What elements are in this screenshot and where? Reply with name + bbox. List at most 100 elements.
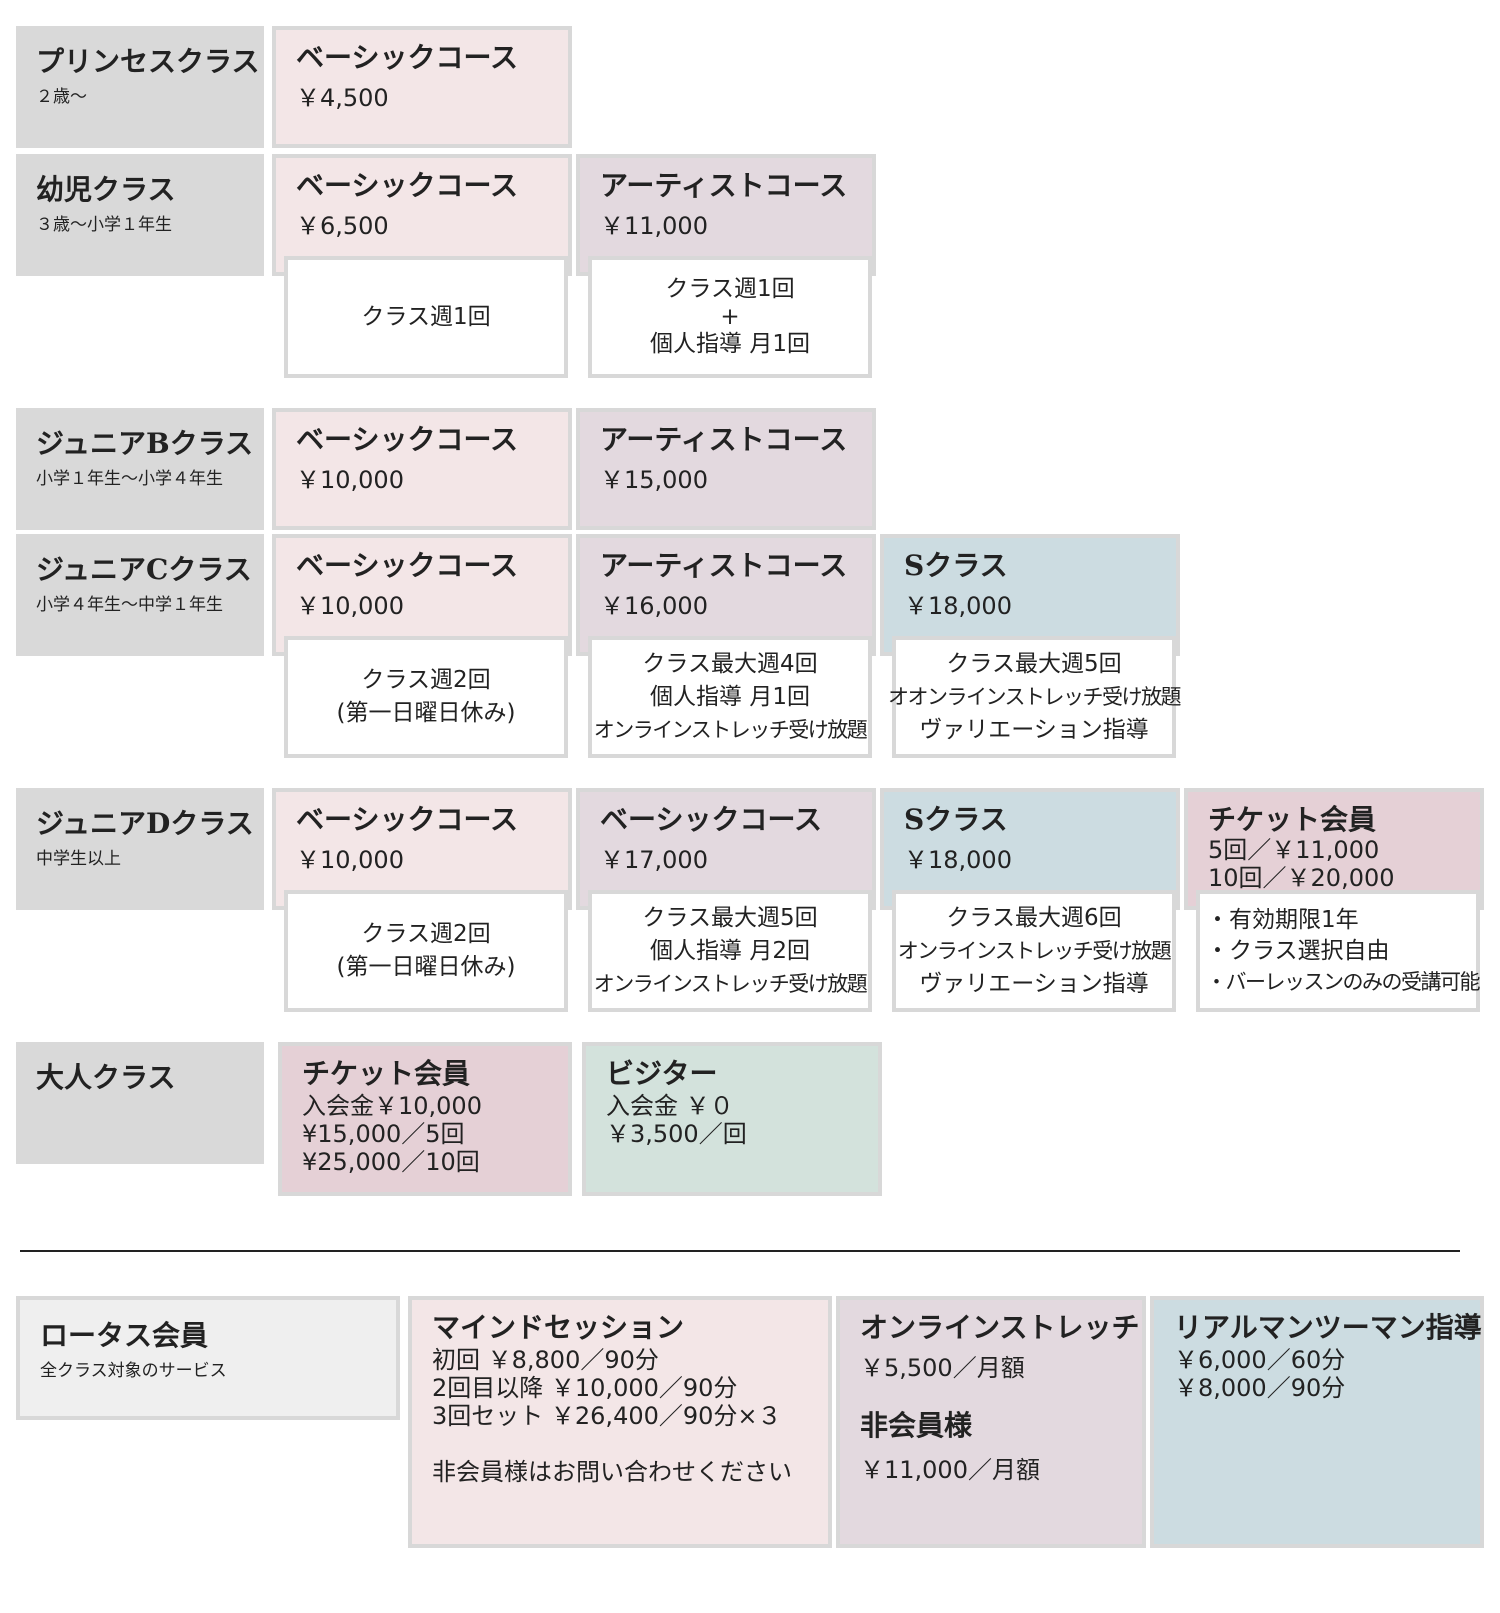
- price-line: 2回目以降 ￥10,000／90分: [432, 1374, 738, 1402]
- junior-c-artist-details: クラス最大週4回 個人指導 月1回 オンラインストレッチ受け放題: [588, 636, 872, 758]
- detail-line: クラス週2回: [361, 667, 491, 693]
- detail-line: (第一日曜日休み): [336, 954, 516, 980]
- course-name: マインドセッション: [432, 1311, 685, 1344]
- course-price: ￥10,000: [296, 466, 404, 494]
- course-name: ベーシックコース: [296, 423, 519, 456]
- online-stretch-price: ￥5,500／月額: [860, 1354, 1025, 1382]
- junior-b-artist-course: アーティストコース ￥15,000: [576, 408, 876, 530]
- youji-artist-course: アーティストコース ￥11,000: [576, 154, 876, 276]
- junior-c-class-box: ジュニアCクラス 小学４年生〜中学１年生: [16, 534, 264, 656]
- course-price: ￥17,000: [600, 846, 708, 874]
- junior-c-artist-course: アーティストコース ￥16,000: [576, 534, 876, 656]
- course-name: ベーシックコース: [296, 549, 519, 582]
- course-price: ￥15,000: [600, 466, 708, 494]
- adult-visitor: ビジター 入会金 ￥０ ￥3,500／回: [582, 1042, 882, 1196]
- mind-session-box: マインドセッション 初回 ￥8,800／90分 2回目以降 ￥10,000／90…: [408, 1296, 832, 1548]
- detail-line: ヴァリエーション指導: [919, 970, 1149, 997]
- course-price: ￥18,000: [904, 592, 1012, 620]
- youji-basic-details: クラス週1回: [284, 256, 568, 378]
- price-line: ￥3,500／回: [606, 1120, 747, 1148]
- junior-c-basic-details: クラス週2回 (第一日曜日休み): [284, 636, 568, 758]
- youji-artist-details: クラス週1回 + 個人指導 月1回: [588, 256, 872, 378]
- class-name: ジュニアCクラス: [36, 553, 252, 586]
- course-name: リアルマンツーマン指導: [1174, 1311, 1482, 1344]
- detail-line: オンラインストレッチ受け放題: [593, 717, 868, 742]
- price-line: 初回 ￥8,800／90分: [432, 1346, 659, 1374]
- course-name: Sクラス: [904, 803, 1008, 836]
- course-price: ￥4,500: [296, 84, 389, 112]
- course-price: ￥6,500: [296, 212, 389, 240]
- junior-c-s-details: クラス最大週5回 オオンラインストレッチ受け放題 ヴァリエーション指導: [888, 636, 1182, 758]
- price-line: ￥8,000／90分: [1174, 1374, 1346, 1402]
- course-name: チケット会員: [302, 1057, 471, 1090]
- junior-d-basic-course: ベーシックコース ￥10,000: [272, 788, 572, 910]
- youji-class-box: 幼児クラス ３歳〜小学１年生: [16, 154, 264, 276]
- junior-b-basic-course: ベーシックコース ￥10,000: [272, 408, 572, 530]
- class-age: 小学１年生〜小学４年生: [36, 469, 223, 489]
- class-age: 中学生以上: [36, 849, 121, 869]
- real-lines: ￥6,000／60分 ￥8,000／90分: [1174, 1346, 1345, 1402]
- price-line: ￥6,000／60分: [1174, 1346, 1346, 1374]
- junior-d-ticket-member: チケット会員 5回／￥11,000 10回／￥20,000: [1184, 788, 1484, 910]
- class-name: 大人クラス: [36, 1061, 176, 1094]
- detail-line: 個人指導 月1回: [650, 683, 810, 710]
- detail-line: クラス週1回: [361, 303, 491, 330]
- princess-basic-course: ベーシックコース ￥4,500: [272, 26, 572, 148]
- detail-line: 個人指導 月2回: [650, 937, 810, 964]
- price-line: ¥15,000／5回: [302, 1120, 465, 1148]
- detail-line: クラス最大週4回: [642, 650, 818, 677]
- detail-line: クラス最大週5回: [946, 650, 1122, 677]
- detail-line: (第一日曜日休み): [336, 700, 516, 726]
- class-name: ジュニアDクラス: [36, 807, 254, 840]
- mind-session-lines: 初回 ￥8,800／90分 2回目以降 ￥10,000／90分 3回セット ￥2…: [432, 1346, 792, 1486]
- adult-class-box: 大人クラス: [16, 1042, 264, 1164]
- course-name: ベーシックコース: [296, 803, 519, 836]
- princess-class-box: プリンセスクラス ２歳〜: [16, 26, 264, 148]
- course-name: チケット会員: [1208, 803, 1377, 836]
- class-age: ３歳〜小学１年生: [36, 215, 172, 235]
- course-name: アーティストコース: [600, 549, 848, 582]
- detail-line: オンラインストレッチ受け放題: [897, 938, 1172, 963]
- price-line: 入会金 ￥０: [606, 1092, 734, 1120]
- course-name: ベーシックコース: [296, 41, 519, 74]
- ticket-price-line: 10回／￥20,000: [1208, 864, 1395, 892]
- course-price: ￥18,000: [904, 846, 1012, 874]
- non-member-price: ￥11,000／月額: [860, 1456, 1040, 1484]
- detail-line: オンラインストレッチ受け放題: [593, 971, 868, 996]
- junior-d-basic2-course: ベーシックコース ￥17,000: [576, 788, 876, 910]
- detail-line: オオンラインストレッチ受け放題: [887, 684, 1182, 709]
- detail-line: ヴァリエーション指導: [919, 716, 1149, 743]
- junior-d-basic-details: クラス週2回 (第一日曜日休み): [284, 890, 568, 1012]
- junior-d-basic2-details: クラス最大週5回 個人指導 月2回 オンラインストレッチ受け放題: [588, 890, 872, 1012]
- detail-line: クラス最大週6回: [946, 904, 1122, 931]
- class-name: ジュニアBクラス: [36, 427, 254, 460]
- class-name: プリンセスクラス: [36, 45, 260, 78]
- detail-line: ・バーレッスンのみの受講可能: [1206, 969, 1481, 994]
- course-name: ベーシックコース: [600, 803, 823, 836]
- class-name: 幼児クラス: [36, 173, 176, 206]
- online-stretch-box: オンラインストレッチ ￥5,500／月額 非会員様 ￥11,000／月額: [836, 1296, 1146, 1548]
- ticket-prices: 5回／￥11,000 10回／￥20,000: [1208, 836, 1395, 892]
- detail-line: クラス週2回: [361, 921, 491, 947]
- price-line: 入会金￥10,000: [302, 1092, 482, 1120]
- course-name: アーティストコース: [600, 423, 848, 456]
- detail-line: ・有効期限1年: [1206, 906, 1359, 933]
- spacer: [432, 1430, 792, 1458]
- course-name: オンラインストレッチ: [860, 1311, 1140, 1344]
- course-name: アーティストコース: [600, 169, 848, 202]
- price-line: 3回セット ￥26,400／90分×３: [432, 1402, 782, 1430]
- adult-ticket-member: チケット会員 入会金￥10,000 ¥15,000／5回 ¥25,000／10回: [278, 1042, 572, 1196]
- lotus-name: ロータス会員: [40, 1319, 209, 1352]
- junior-d-ticket-details: ・有効期限1年 ・クラス選択自由 ・バーレッスンのみの受講可能: [1196, 890, 1481, 1012]
- junior-d-s-class: Sクラス ￥18,000: [880, 788, 1180, 910]
- junior-d-s-details: クラス最大週6回 オンラインストレッチ受け放題 ヴァリエーション指導: [892, 890, 1176, 1012]
- adult-ticket-lines: 入会金￥10,000 ¥15,000／5回 ¥25,000／10回: [302, 1092, 482, 1176]
- course-price: ￥11,000: [600, 212, 708, 240]
- price-line: ¥25,000／10回: [302, 1148, 480, 1176]
- detail-line: ・クラス選択自由: [1206, 937, 1390, 964]
- real-one-on-one-box: リアルマンツーマン指導 ￥6,000／60分 ￥8,000／90分: [1150, 1296, 1484, 1548]
- class-age: 小学４年生〜中学１年生: [36, 595, 223, 615]
- junior-b-class-box: ジュニアBクラス 小学１年生〜小学４年生: [16, 408, 264, 530]
- section-divider: [20, 1250, 1460, 1252]
- detail-line: クラス週1回: [665, 276, 795, 302]
